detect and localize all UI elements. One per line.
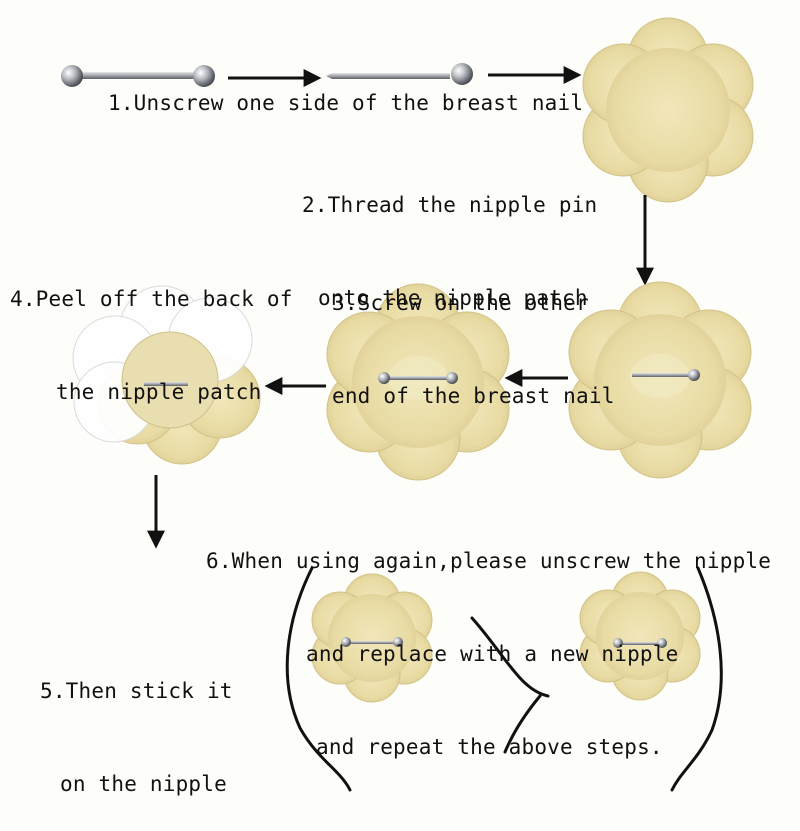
step-3-line-1: 3.Screw on the other: [332, 291, 589, 315]
step-6-label: 6.When using again,please unscrew the ni…: [206, 484, 771, 794]
step-3-line-2: end of the breast nail: [332, 384, 615, 408]
nipple-patch-plain: [582, 17, 754, 203]
body-outline: [285, 566, 723, 792]
step-4-line-1: 4.Peel off the back of: [10, 287, 293, 311]
step-1-line-1: 1.Unscrew one side of the breast nail: [108, 91, 584, 115]
step-5-label: 5.Then stick it on the nipple: [40, 614, 233, 831]
step-4-line-2: the nipple patch: [56, 380, 262, 404]
instruction-diagram: [61, 17, 754, 792]
nipple-patch-right-worn: [579, 571, 701, 701]
step-6-line-1: 6.When using again,please unscrew the ni…: [206, 549, 772, 573]
step-4-label: 4.Peel off the back of the nipple patch: [10, 222, 293, 439]
step-3-label: 3.Screw on the other end of the breast n…: [332, 226, 615, 443]
step-2-line-1: 2.Thread the nipple pin: [302, 193, 598, 217]
step-6-line-3: and repeat the above steps.: [316, 735, 663, 759]
nipple-patch-peeling: [72, 285, 261, 465]
step-2-line-2: onto the nipple patch: [318, 286, 588, 310]
nipple-patch-left-worn: [311, 573, 433, 703]
step-6-line-2: and replace with a new nipple: [306, 642, 679, 666]
nipple-patch-screwed: [326, 283, 510, 481]
barbell-one-ball: [326, 63, 473, 85]
barbell-full: [61, 65, 215, 87]
step-5-line-1: 5.Then stick it: [40, 679, 233, 703]
step-5-line-2: on the nipple: [60, 772, 227, 796]
step-2-label: 2.Thread the nipple pin onto the nipple …: [302, 128, 597, 345]
step-1-label: 1.Unscrew one side of the breast nail: [108, 26, 583, 150]
nipple-patch-with-pin: [568, 281, 752, 479]
